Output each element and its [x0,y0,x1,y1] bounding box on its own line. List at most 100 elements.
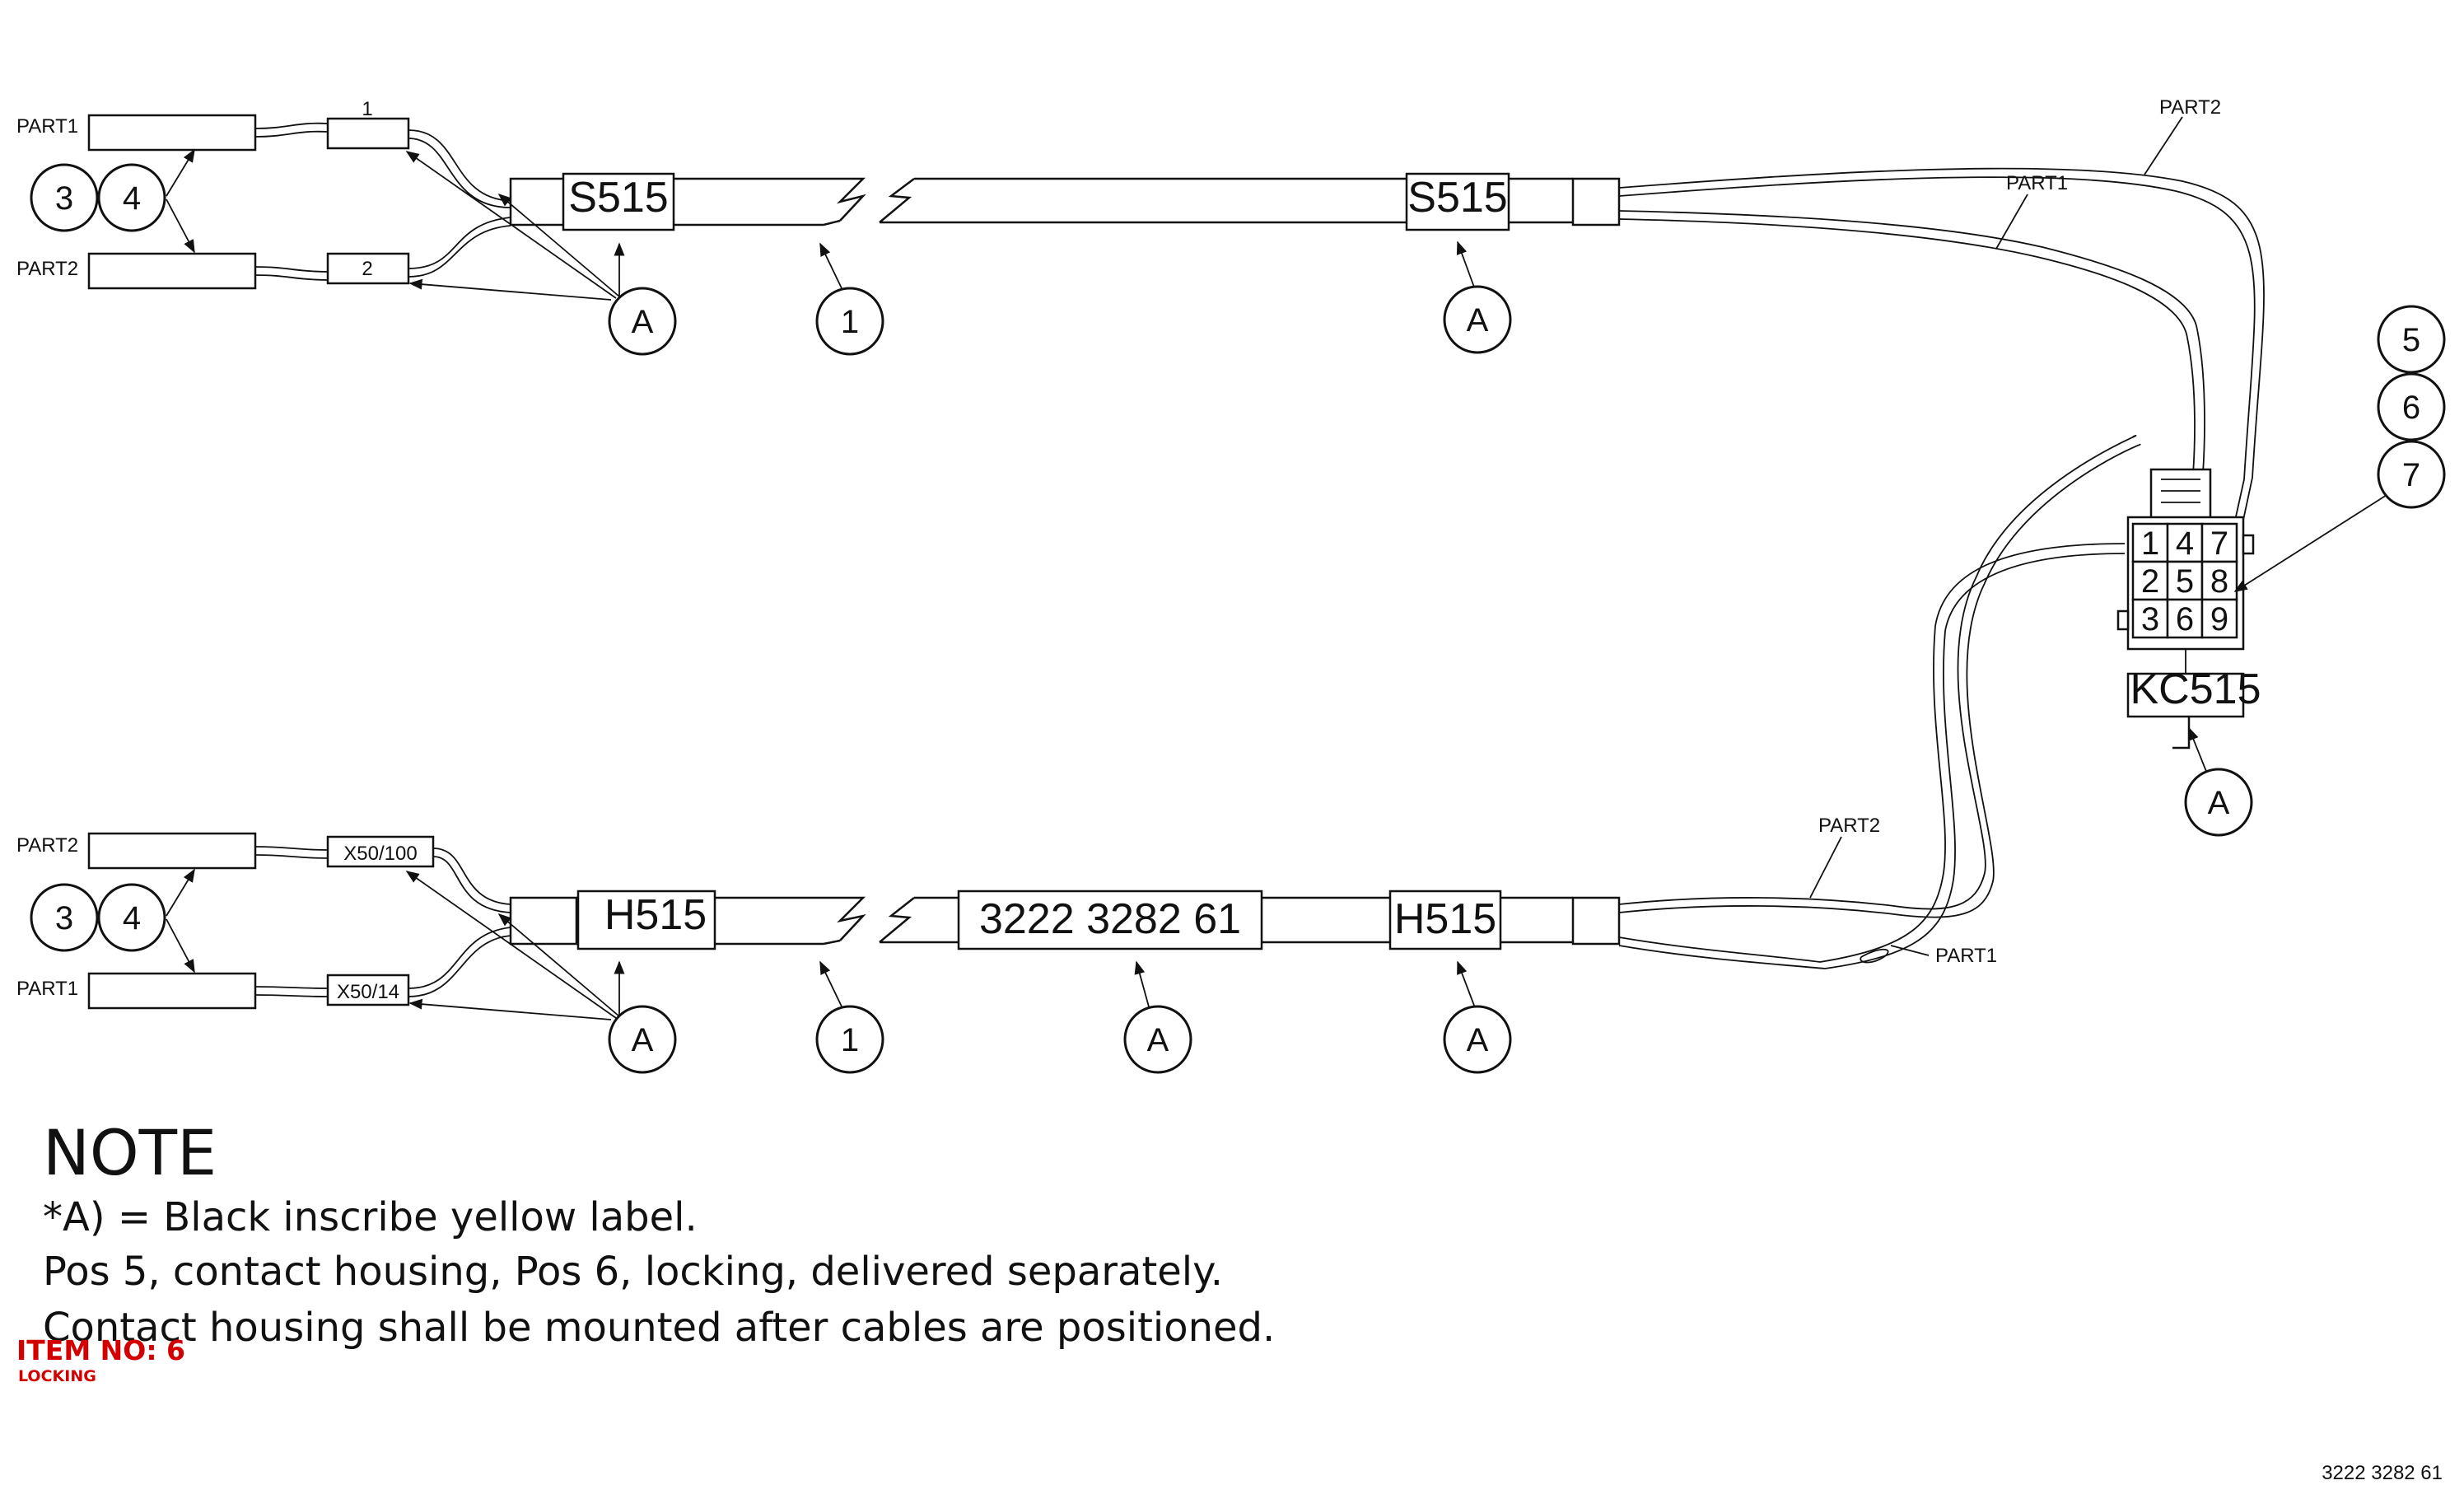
item7-text: 7 [2402,457,2420,493]
top-a-right-balloon: A [1443,285,1512,354]
bot-branch-part2-label: PART2 [1818,815,1880,837]
top-item4-leader-b [166,198,195,254]
bot-center-label-box [957,890,1263,950]
bot-wire1-to-jacket [432,848,511,913]
bot-cable-1-text: 1 [841,1022,859,1058]
bot-a-right-leader [1457,960,1477,1011]
bot-branch-part1-label: PART1 [1935,945,1997,967]
top-cable-1-text: 1 [841,304,859,340]
top-1-leader [819,242,842,289]
connector-pin-number: 4 [2176,525,2194,562]
item-name-stamp: LOCKING [18,1367,96,1385]
connector-pin-cell [2200,560,2238,601]
bot-wire2-marker [326,974,410,1006]
connector-pin-number: 6 [2176,601,2194,637]
item6-text: 6 [2402,390,2420,426]
connector-pin-number: 9 [2210,601,2228,637]
item7-leader [2233,490,2394,592]
top-part1-label: PART1 [16,115,78,138]
connector-pin-cell [2166,522,2204,563]
top-part2-label: PART2 [16,258,78,280]
bot-center-label: 3222 3282 61 [979,895,1241,943]
top-branch-part1 [1618,210,2205,528]
bot-part2-sleeve [87,832,257,870]
bot-item3-balloon: 3 [30,883,99,952]
connector-latch [2149,468,2212,521]
bot-a-left-balloon: A [608,1005,677,1074]
bot-branch-part2 [1618,435,2141,918]
bot-branch-part1 [1618,543,2126,969]
connector-pin-number: 5 [2176,563,2194,600]
top-right-marker-box [1405,172,1510,231]
bot-wire-2 [254,986,329,997]
bot-item4-leader-a [166,868,195,917]
top-part2-sleeve [87,252,257,290]
top-wire1-marker [326,117,410,150]
bot-right-marker: H515 [1394,895,1496,943]
bottom-cable-assembly: PART2 PART1 X50/100 X50/14 H515 3222 328… [16,435,2141,1020]
top-a-right-text: A [1467,302,1489,339]
top-part2-leader [2144,116,2183,175]
top-right-marker: S515 [1407,174,1507,222]
connector-a-text: A [2208,785,2230,821]
note-heading: NOTE [43,1116,217,1189]
top-left-marker: S515 [568,174,668,222]
connector-pin-number: 3 [2141,601,2159,637]
bot-item4-leader-b [166,918,195,974]
top-wire2-marker-label: 2 [362,258,372,280]
top-a-left-balloon: A [608,287,677,356]
connector-side-tab-left [2116,609,2130,631]
bot-a-center-text: A [1147,1022,1169,1058]
top-part1-sleeve [87,114,257,152]
document-number: 3222 3282 61 [2322,1462,2443,1484]
bot-branch-twist [1860,948,1889,964]
connector-pin-number: 8 [2210,563,2228,600]
top-jacket-left-break [823,219,841,226]
bot-wire-1 [254,846,329,859]
note-line-1: *A) = Black inscribe yellow label. [43,1194,698,1240]
item5-balloon: 5 [2377,305,2446,374]
note-line-3: Contact housing shall be mounted after c… [43,1305,1276,1351]
bot-wire1-marker [326,835,435,868]
bot-a-right-text: A [1467,1022,1489,1058]
bot-item3-text: 3 [55,900,73,936]
bot-1-leader [819,960,842,1007]
top-a-left-text: A [632,304,654,340]
connector-a-leader [2188,726,2210,778]
bot-part2-leader [1809,836,1842,899]
bot-jacket-right-ferrule [1571,896,1621,946]
top-item4-text: 4 [123,180,141,217]
top-wire-2 [254,266,329,281]
top-wire2-to-jacket [408,217,511,278]
item-number-stamp: ITEM NO: 6 [16,1334,185,1366]
bot-right-marker-box [1388,890,1502,950]
top-item3-text: 3 [55,180,73,217]
bot-item4-balloon: 4 [97,883,166,952]
top-branch-part1-label: PART1 [2006,172,2068,194]
top-wire1-to-jacket [408,129,511,208]
item5-text: 5 [2402,322,2420,358]
top-a-right-leader [1456,240,1477,292]
bot-a-leader-2 [408,998,612,1020]
connector-pin-number: 1 [2141,525,2159,562]
connector-marker-box [2126,672,2245,718]
top-cable-1-balloon: 1 [815,287,884,356]
connector-pin-cell [2200,598,2238,639]
bot-a-left-text: A [632,1022,654,1058]
bot-wire2-to-jacket [408,927,511,997]
top-a-leader-2 [408,278,612,301]
bot-jacket-ferrule [509,896,578,946]
bot-a-center-balloon: A [1123,1005,1192,1074]
bot-cable-1-balloon: 1 [815,1005,884,1074]
top-wire-1 [254,122,329,138]
bot-part1-label: PART1 [16,978,78,1000]
top-wire2-marker [326,252,410,285]
connector-side-tab-right [2242,534,2255,555]
bot-part2-label: PART2 [16,834,78,857]
connector-latch-ribs [2161,479,2200,503]
connector-pin-cell [2131,598,2169,639]
bot-item4-text: 4 [123,900,141,936]
bot-a-center-leader [1134,960,1150,1011]
